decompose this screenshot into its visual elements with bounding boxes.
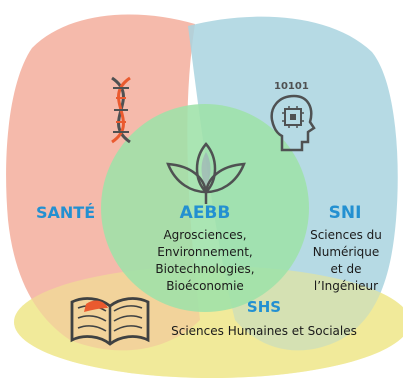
dna-icon (111, 76, 131, 144)
aebb-line-3: Biotechnologies, (155, 262, 254, 276)
leaf-icon (166, 142, 246, 204)
aebb-title: AEBB (180, 203, 231, 223)
aebb-line-2: Environnement, (157, 245, 252, 259)
sante-title: SANTÉ (36, 203, 95, 222)
sni-line-1: Sciences du (310, 228, 382, 242)
sni-line-4: l’Ingénieur (314, 279, 378, 293)
sni-title: SNI (329, 203, 362, 223)
aebb-line-1: Agrosciences, (163, 228, 246, 242)
shs-overlay (14, 266, 403, 378)
shs-subtitle: Sciences Humaines et Sociales (171, 324, 357, 338)
aebb-line-4: Bioéconomie (166, 279, 244, 293)
aebb-region (101, 104, 309, 312)
sni-line-3: et de (331, 262, 362, 276)
sni-line-2: Numérique (313, 245, 380, 259)
brain-chip-icon: 10101 (270, 81, 316, 152)
book-icon (70, 297, 150, 346)
shs-title: SHS (247, 298, 281, 316)
binary-label: 10101 (274, 81, 309, 92)
